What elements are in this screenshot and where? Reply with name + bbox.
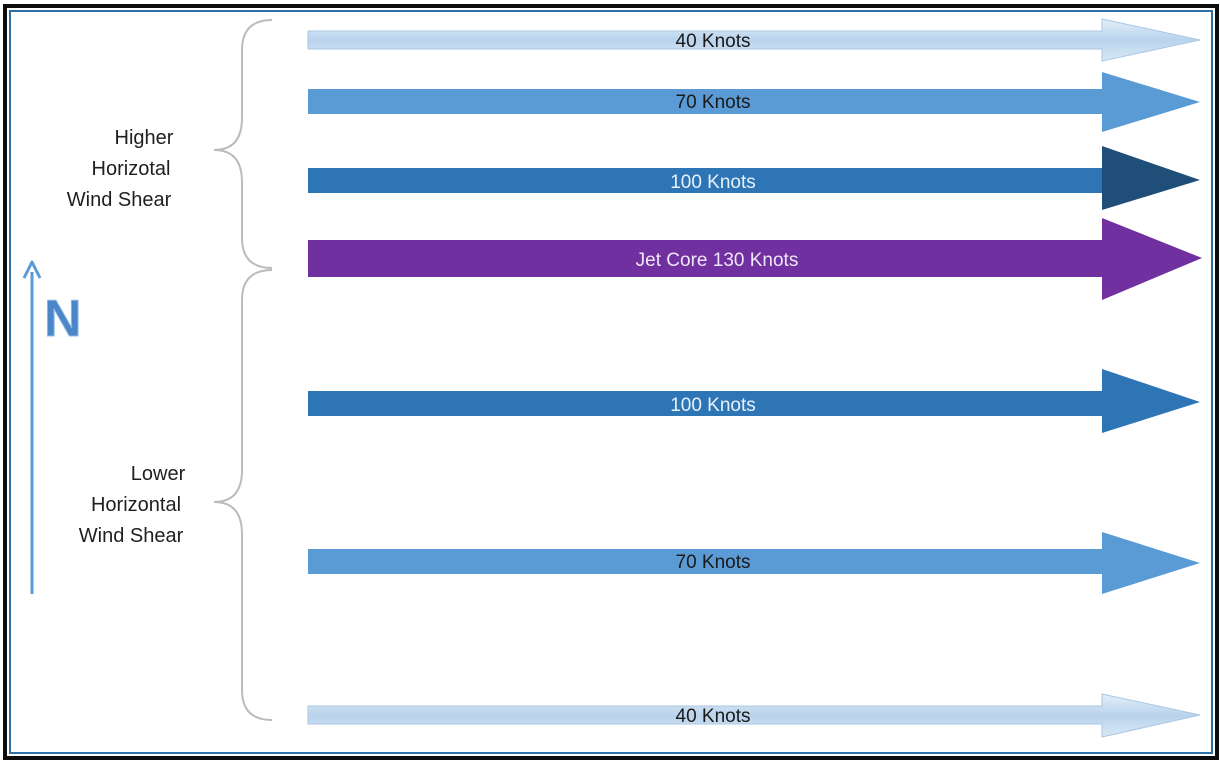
arrow-body xyxy=(308,168,1102,193)
label-lower-line-1: Lower xyxy=(131,463,186,485)
wind-arrow-100-knots-top: 100 Knots xyxy=(308,146,1200,210)
outer-frame xyxy=(3,4,1219,760)
inner-frame xyxy=(9,10,1213,754)
label-lower-line-2: Horizontal xyxy=(91,494,181,516)
arrow-shape xyxy=(308,532,1200,594)
label-lower-line-3: Wind Shear xyxy=(79,525,184,547)
wind-arrow-40-knots-bottom: 40 Knots xyxy=(307,693,1201,738)
label-lower-shear: Lower Horizontal Wind Shear xyxy=(79,463,186,547)
label-higher-line-3: Wind Shear xyxy=(67,189,172,211)
wind-arrow-70-knots-bottom: 70 Knots xyxy=(308,532,1200,594)
arrow-label: 100 Knots xyxy=(670,172,756,193)
arrow-shape xyxy=(308,72,1200,132)
label-higher-shear: Higher Horizotal Wind Shear xyxy=(67,127,174,211)
arrow-label: 100 Knots xyxy=(670,395,756,416)
label-higher-line-2: Horizotal xyxy=(92,158,171,180)
north-arrow: N xyxy=(22,260,82,594)
arrow-head xyxy=(1102,146,1200,210)
label-higher-line-1: Higher xyxy=(115,127,174,149)
arrow-label: 40 Knots xyxy=(676,31,751,52)
wind-arrow-jet-core: Jet Core 130 Knots xyxy=(308,218,1202,300)
brace-lower-shear xyxy=(213,269,273,721)
arrow-shape xyxy=(308,369,1200,433)
arrow-shape xyxy=(307,18,1201,62)
north-arrow-head xyxy=(22,260,42,279)
arrow-label: Jet Core 130 Knots xyxy=(636,250,799,271)
arrow-shape xyxy=(307,693,1201,738)
arrow-shape xyxy=(308,218,1202,300)
wind-arrow-70-knots-top: 70 Knots xyxy=(308,72,1200,132)
wind-arrow-100-knots-bottom: 100 Knots xyxy=(308,369,1200,433)
wind-arrow-40-knots-top: 40 Knots xyxy=(307,18,1201,62)
north-letter: N xyxy=(44,290,82,348)
arrow-label: 70 Knots xyxy=(676,92,751,113)
arrow-label: 40 Knots xyxy=(676,706,751,727)
arrow-label: 70 Knots xyxy=(676,552,751,573)
brace-higher-shear xyxy=(213,19,273,269)
